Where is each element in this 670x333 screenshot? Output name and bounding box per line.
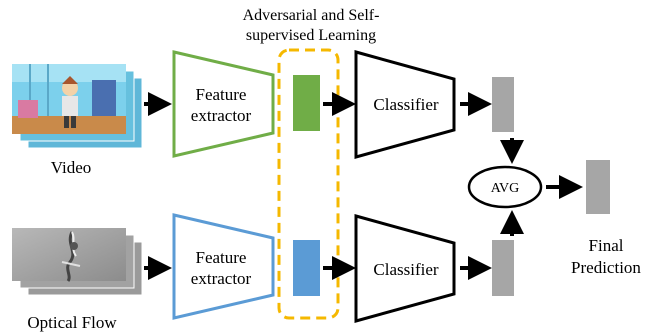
final-prediction-label-line-1: Final (589, 236, 624, 255)
flow-output-bar (492, 240, 514, 296)
flow-extractor-label-line-1: Feature (196, 248, 247, 267)
avg-node (467, 165, 543, 209)
video-feature-extractor (172, 50, 275, 158)
flow-classifier (354, 214, 456, 323)
video-feature-block (293, 75, 320, 131)
optical-flow-frames-stack (12, 228, 143, 296)
final-prediction-bar (586, 160, 610, 214)
title-line-1: Adversarial and Self- (243, 7, 380, 24)
final-prediction-label-line-2: Prediction (571, 258, 641, 277)
learning-dashed-box (277, 48, 340, 320)
video-output-bar (492, 77, 514, 132)
title-line-2: supervised Learning (246, 27, 376, 44)
flow-feature-extractor (172, 213, 275, 320)
flow-classifier-label: Classifier (373, 260, 438, 279)
flow-feature-block (293, 240, 320, 296)
video-label: Video (51, 158, 92, 177)
avg-label: AVG (491, 181, 520, 196)
video-classifier (354, 50, 456, 159)
flow-extractor-label-line-2: extractor (191, 269, 252, 288)
optical-flow-label: Optical Flow (27, 313, 117, 332)
video-extractor-label-line-1: Feature (196, 85, 247, 104)
optical-flow-frame-image (12, 228, 126, 282)
video-extractor-label-line-2: extractor (191, 106, 252, 125)
video-frame-image (12, 64, 126, 134)
video-frames-stack (12, 64, 143, 149)
video-classifier-label: Classifier (373, 95, 438, 114)
